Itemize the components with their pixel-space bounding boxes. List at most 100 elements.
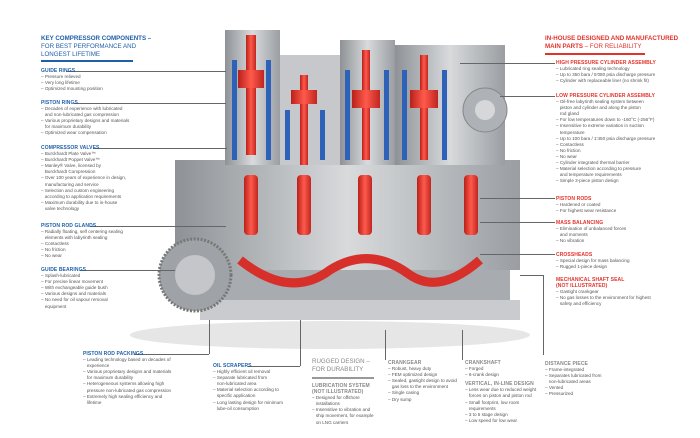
bullet-item: non-lubricated areas — [545, 379, 591, 385]
component-compressor-valves: COMPRESSOR VALVES– Burckhardt Plate Valv… — [41, 145, 171, 212]
bullet-item: equipment — [41, 303, 67, 309]
bullet-item: lube-oil consumption — [213, 405, 259, 411]
bullet-item: – Optimized wear compensation — [41, 130, 107, 136]
bullet-item: experience — [83, 363, 110, 369]
bullet-item: – Small footprint, low room — [465, 399, 520, 405]
bullet-item: according to application requirements — [41, 193, 122, 199]
bullet-item: – Radially floating, self centering seal… — [41, 229, 123, 235]
bullet-item: – Oil-free labyrinth sealing system betw… — [556, 99, 644, 105]
bullet-item: – Insensitive to extreme variation in su… — [556, 123, 644, 129]
oil-scrapers: OIL SCRAPERS – Highly efficient oil remo… — [213, 363, 303, 412]
left-subtitle-2: LONGEST LIFETIME — [41, 51, 101, 59]
bullet-item: – Dry sump — [388, 396, 412, 402]
bullet-item: and non-lubricated gas compression — [41, 112, 119, 118]
bullet-item: – Optimized mounting position — [41, 86, 103, 92]
bullet-item: – Sealed, gastight design to avoid — [388, 378, 457, 384]
bullet-item: – Lubricated ring sealing technology — [556, 66, 630, 72]
bullet-item: on LNG carriers — [312, 419, 349, 425]
bullet-item: piston and cylinder and along the piston — [556, 105, 641, 111]
bullet-item: – Splash-lubricated — [41, 273, 81, 279]
bullet-item: – No vibration — [556, 238, 585, 244]
bullet-item: – 3 to 5 stage design — [465, 411, 508, 417]
bullet-list: – Leading technology based on decades of… — [83, 357, 203, 406]
bullet-item: – No wear — [556, 153, 577, 159]
crankgear: CRANKGEAR – Robust, heavy duty– FEM opti… — [388, 360, 468, 403]
bullet-item: – Rugged 1-piece design — [556, 264, 608, 270]
bullet-item: – Less wear due to reduced weight — [465, 387, 537, 393]
component-piston-rods: PISTON RODS– Hardened or coated– For hig… — [556, 196, 700, 214]
bullet-item: lifetime — [83, 399, 102, 405]
bullet-item: – No wear — [41, 253, 62, 259]
left-header: KEY COMPRESSOR COMPONENTS – FOR BEST PER… — [41, 35, 171, 60]
bullet-item: – Simple 3-piece piston design — [556, 178, 619, 184]
bullet-item: – Manley® Valve, licensed by — [41, 163, 101, 169]
component-crossheads: CROSSHEADS– Special design for mass bala… — [556, 252, 700, 270]
component-mechanical-shaft-seal: MECHANICAL SHAFT SEAL(NOT ILLUSTRATED)– … — [556, 277, 700, 307]
bullet-list: – Frame-integrated– Separates lubricated… — [545, 367, 635, 397]
bullet-list: – Forged– 6-crank design — [465, 366, 545, 378]
bullet-item: – Leading technology based on decades of — [83, 357, 171, 363]
component-mass-balancing: MASS BALANCING– Elimination of unbalance… — [556, 220, 700, 244]
right-title-2: MAIN PARTS — [545, 43, 584, 51]
bullet-item: – Highly efficient oil removal — [213, 369, 271, 375]
bullet-item: – Low speed for low wear — [465, 417, 518, 423]
bullet-item: – Single casing — [388, 390, 420, 396]
component-high-pressure-cylinder-assembly: HIGH PRESSURE CYLINDER ASSEMBLY– Lubrica… — [556, 60, 700, 84]
bullet-item: – Various designs and materials — [41, 291, 107, 297]
gas-passages — [232, 60, 447, 160]
bullet-item: specific application — [213, 393, 256, 399]
bullet-item: – Selection and custom engineering — [41, 187, 115, 193]
bullet-item: forces on piston and piston rod — [465, 393, 532, 399]
left-subtitle-1: FOR BEST PERFORMANCE AND — [41, 43, 137, 51]
bullet-item: for maximum durability — [41, 124, 92, 130]
crankshaft-title: CRANKSHAFT — [465, 360, 501, 366]
bullet-item: manufacturing and service — [41, 181, 99, 187]
piston-rod-packings-title: PISTON ROD PACKINGS — [83, 351, 144, 357]
bullet-list: – Highly efficient oil removal– Separate… — [213, 369, 303, 412]
left-title: KEY COMPRESSOR COMPONENTS – — [41, 35, 152, 42]
bullet-item: and moments — [556, 232, 588, 238]
lubrication-system: LUBRICATION SYSTEM (NOT ILLUSTRATED) – D… — [312, 383, 387, 426]
section-title: COMPRESSOR VALVES — [41, 145, 100, 151]
bullet-item: – No need for oil vapour removal — [41, 297, 108, 303]
bullet-item: – Material selection according to — [213, 387, 279, 393]
bullet-item: rod gland — [556, 111, 579, 117]
bullet-item: – Material selection according to pressu… — [556, 166, 642, 172]
bullet-item: – Gastight crankgear — [556, 289, 599, 295]
bullet-item: gas loss to the environment — [388, 384, 449, 390]
bullet-item: – Cylinder integrated thermal barrier — [556, 160, 630, 166]
bullet-item: – Various proprietary designs and materi… — [41, 118, 130, 124]
bullet-item: Burckhardt Compression — [41, 169, 96, 175]
bullet-item: – For low temperatures down to -160°C (-… — [556, 117, 655, 123]
section-title: GUIDE RINGS — [41, 68, 76, 74]
bullet-item: – Burckhardt Plate Valve™ — [41, 151, 96, 157]
right-subtitle: – FOR RELIABILITY — [583, 43, 642, 51]
bullet-item: – Long lasting design for minimum — [213, 399, 283, 405]
bullet-item: – Extremely high sealing efficiency and — [83, 393, 163, 399]
component-piston-rings: PISTON RINGS– Decades of experience with… — [41, 100, 171, 137]
bullet-item: – Various proprietary designs and materi… — [83, 369, 172, 375]
bullet-item: – Hardened or coated — [556, 202, 601, 208]
bullet-item: ship movement, for example — [312, 413, 374, 419]
rugged-design-header: RUGGED DESIGN – FOR DURABILITY — [312, 358, 382, 374]
bullet-item: – Frame-integrated — [545, 367, 585, 373]
component-low-pressure-cylinder-assembly: LOW PRESSURE CYLINDER ASSEMBLY– Oil-free… — [556, 93, 700, 184]
bullet-item: – Burckhardt Poppet Valve™ — [41, 157, 100, 163]
bullet-item: – Up to 350 bara / 5'080 psia discharge … — [556, 72, 656, 78]
bullet-item: – Insensitive to vibration and — [312, 407, 371, 413]
component-guide-rings: GUIDE RINGS– Pressure relieved– Very lon… — [41, 68, 171, 92]
bullet-list: – Designed for offshore installations– I… — [312, 395, 387, 425]
bullet-item: – Over 100 years of experience in design… — [41, 175, 127, 181]
bullet-list: – Robust, heavy duty– FEM optimized desi… — [388, 366, 468, 403]
bullet-item: – Heterogeneous systems allowing high — [83, 381, 165, 387]
section-title: PISTON RODS — [556, 196, 592, 202]
bullet-item: – Contactless — [41, 241, 69, 247]
bullet-item: temperature — [556, 129, 585, 135]
bullet-item: – Robust, heavy duty — [388, 366, 432, 372]
section-subtitle: (NOT ILLUSTRATED) — [556, 283, 608, 290]
bullet-item: – No gas losses to the environment for h… — [556, 295, 651, 301]
bullet-item: installations — [312, 401, 340, 407]
bullet-item: – Forged — [465, 366, 484, 372]
bullet-item: – Cylinder with replaceable liner (no sh… — [556, 78, 649, 84]
